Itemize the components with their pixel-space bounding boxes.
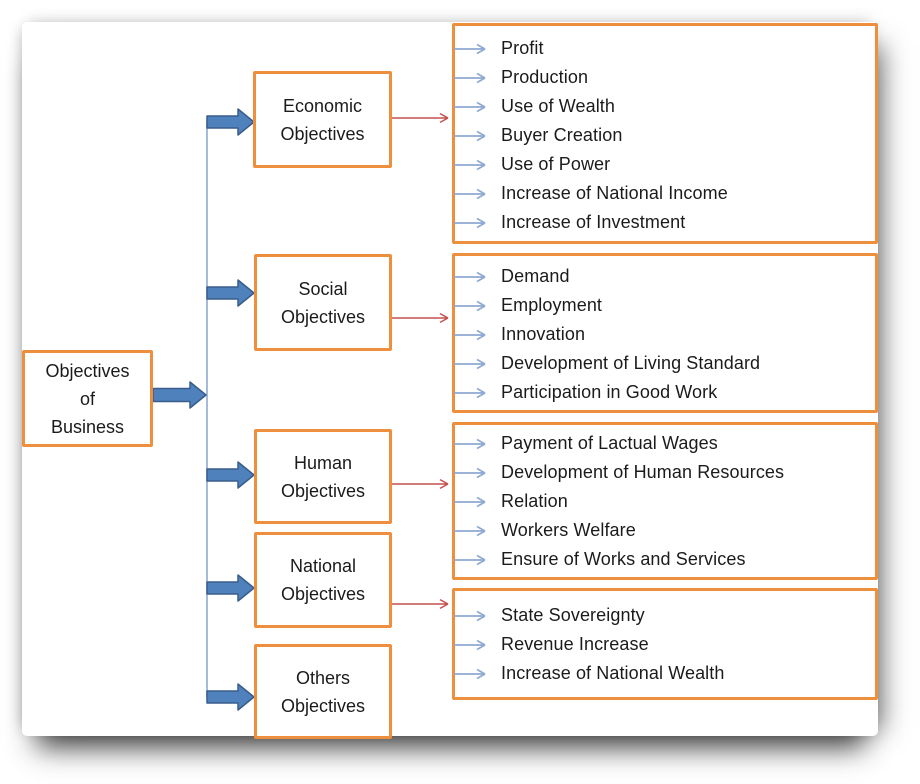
list-box-economic: Profit Production Use of Wealth Buyer Cr… bbox=[452, 23, 878, 244]
list-item: Development of Living Standard bbox=[454, 349, 875, 378]
list-item: State Sovereignty bbox=[454, 601, 875, 630]
branch-block-arrow-icon-economic bbox=[206, 108, 255, 136]
item-arrow-icon bbox=[454, 496, 486, 507]
list-item: Buyer Creation bbox=[454, 121, 875, 150]
branch-box-social-objectives: Social Objectives bbox=[254, 254, 392, 351]
list-box-social: Demand Employment Innovation Development… bbox=[452, 253, 878, 413]
list-item: Development of Human Resources bbox=[454, 458, 875, 487]
list-item: Innovation bbox=[454, 320, 875, 349]
branch-block-arrow-icon-social bbox=[206, 279, 255, 307]
branch-box-human-objectives: Human Objectives bbox=[254, 429, 392, 524]
red-connector-arrow-icon-social bbox=[392, 312, 449, 324]
branch-box-label: Others Objectives bbox=[280, 667, 366, 716]
item-label: Employment bbox=[501, 295, 603, 315]
item-label: State Sovereignty bbox=[501, 605, 645, 625]
item-label: Participation in Good Work bbox=[501, 382, 718, 402]
list-item: Increase of National Wealth bbox=[454, 659, 875, 688]
item-label: Demand bbox=[501, 266, 570, 286]
list-item: Workers Welfare bbox=[454, 516, 875, 545]
red-connector-arrow-icon-economic bbox=[392, 112, 449, 124]
item-arrow-icon bbox=[454, 72, 486, 83]
item-label: Ensure of Works and Services bbox=[501, 549, 746, 569]
item-arrow-icon bbox=[454, 188, 486, 199]
list-item: Participation in Good Work bbox=[454, 378, 875, 407]
branch-box-economic-objectives: Economic Objectives bbox=[253, 71, 392, 168]
item-arrow-icon bbox=[454, 525, 486, 536]
red-connector-arrow-icon-human bbox=[392, 478, 449, 490]
list-item: Ensure of Works and Services bbox=[454, 545, 875, 574]
branch-box-national-objectives: National Objectives bbox=[254, 532, 392, 628]
item-arrow-icon bbox=[454, 43, 486, 54]
item-label: Workers Welfare bbox=[501, 520, 636, 540]
branch-box-others-objectives: Others Objectives bbox=[254, 644, 392, 739]
item-label: Revenue Increase bbox=[501, 634, 649, 654]
item-arrow-icon bbox=[454, 271, 486, 282]
item-label: Innovation bbox=[501, 324, 586, 344]
branch-block-arrow-icon-human bbox=[206, 461, 255, 489]
list-item: Employment bbox=[454, 291, 875, 320]
item-arrow-icon bbox=[454, 300, 486, 311]
item-arrow-icon bbox=[454, 101, 486, 112]
list-item: Increase of National Income bbox=[454, 179, 875, 208]
list-item: Use of Power bbox=[454, 150, 875, 179]
item-label: Increase of National Wealth bbox=[501, 663, 725, 683]
branch-box-label: National Objectives bbox=[280, 556, 366, 604]
item-label: Production bbox=[501, 67, 589, 87]
root-box-objectives-of-business: Objectives of Business bbox=[22, 350, 153, 447]
item-arrow-icon bbox=[454, 217, 486, 228]
item-arrow-icon bbox=[454, 329, 486, 340]
list-item: Revenue Increase bbox=[454, 630, 875, 659]
item-arrow-icon bbox=[454, 639, 486, 650]
list-box-national: State Sovereignty Revenue Increase Incre… bbox=[452, 588, 878, 700]
list-box-human: Payment of Lactual Wages Development of … bbox=[452, 422, 878, 580]
item-label: Use of Wealth bbox=[501, 96, 616, 116]
root-box-label: Objectives of Business bbox=[45, 360, 130, 437]
item-arrow-icon bbox=[454, 467, 486, 478]
branch-block-arrow-icon-others bbox=[206, 683, 255, 711]
item-label: Use of Power bbox=[501, 154, 611, 174]
item-label: Development of Human Resources bbox=[501, 462, 785, 482]
item-arrow-icon bbox=[454, 610, 486, 621]
item-arrow-icon bbox=[454, 130, 486, 141]
branch-box-label: Economic Objectives bbox=[280, 95, 365, 144]
item-label: Increase of Investment bbox=[501, 212, 686, 232]
list-item: Increase of Investment bbox=[454, 208, 875, 237]
list-item: Production bbox=[454, 63, 875, 92]
list-item: Demand bbox=[454, 262, 875, 291]
list-item: Payment of Lactual Wages bbox=[454, 429, 875, 458]
item-arrow-icon bbox=[454, 554, 486, 565]
item-label: Relation bbox=[501, 491, 568, 511]
branch-block-arrow-icon-national bbox=[206, 574, 255, 602]
root-block-arrow-icon bbox=[152, 381, 207, 409]
item-arrow-icon bbox=[454, 358, 486, 369]
item-arrow-icon bbox=[454, 159, 486, 170]
item-label: Payment of Lactual Wages bbox=[501, 433, 718, 453]
diagram-card: Objectives of Business Economic Objectiv… bbox=[22, 22, 878, 739]
item-label: Buyer Creation bbox=[501, 125, 623, 145]
item-label: Profit bbox=[501, 38, 544, 58]
item-label: Increase of National Income bbox=[501, 183, 728, 203]
item-arrow-icon bbox=[454, 438, 486, 449]
branch-box-label: Human Objectives bbox=[280, 452, 366, 501]
item-arrow-icon bbox=[454, 387, 486, 398]
list-item: Use of Wealth bbox=[454, 92, 875, 121]
branch-box-label: Social Objectives bbox=[280, 278, 366, 327]
list-item: Profit bbox=[454, 34, 875, 63]
list-item: Relation bbox=[454, 487, 875, 516]
red-connector-arrow-icon-national bbox=[392, 598, 449, 610]
item-arrow-icon bbox=[454, 668, 486, 679]
item-label: Development of Living Standard bbox=[501, 353, 761, 373]
